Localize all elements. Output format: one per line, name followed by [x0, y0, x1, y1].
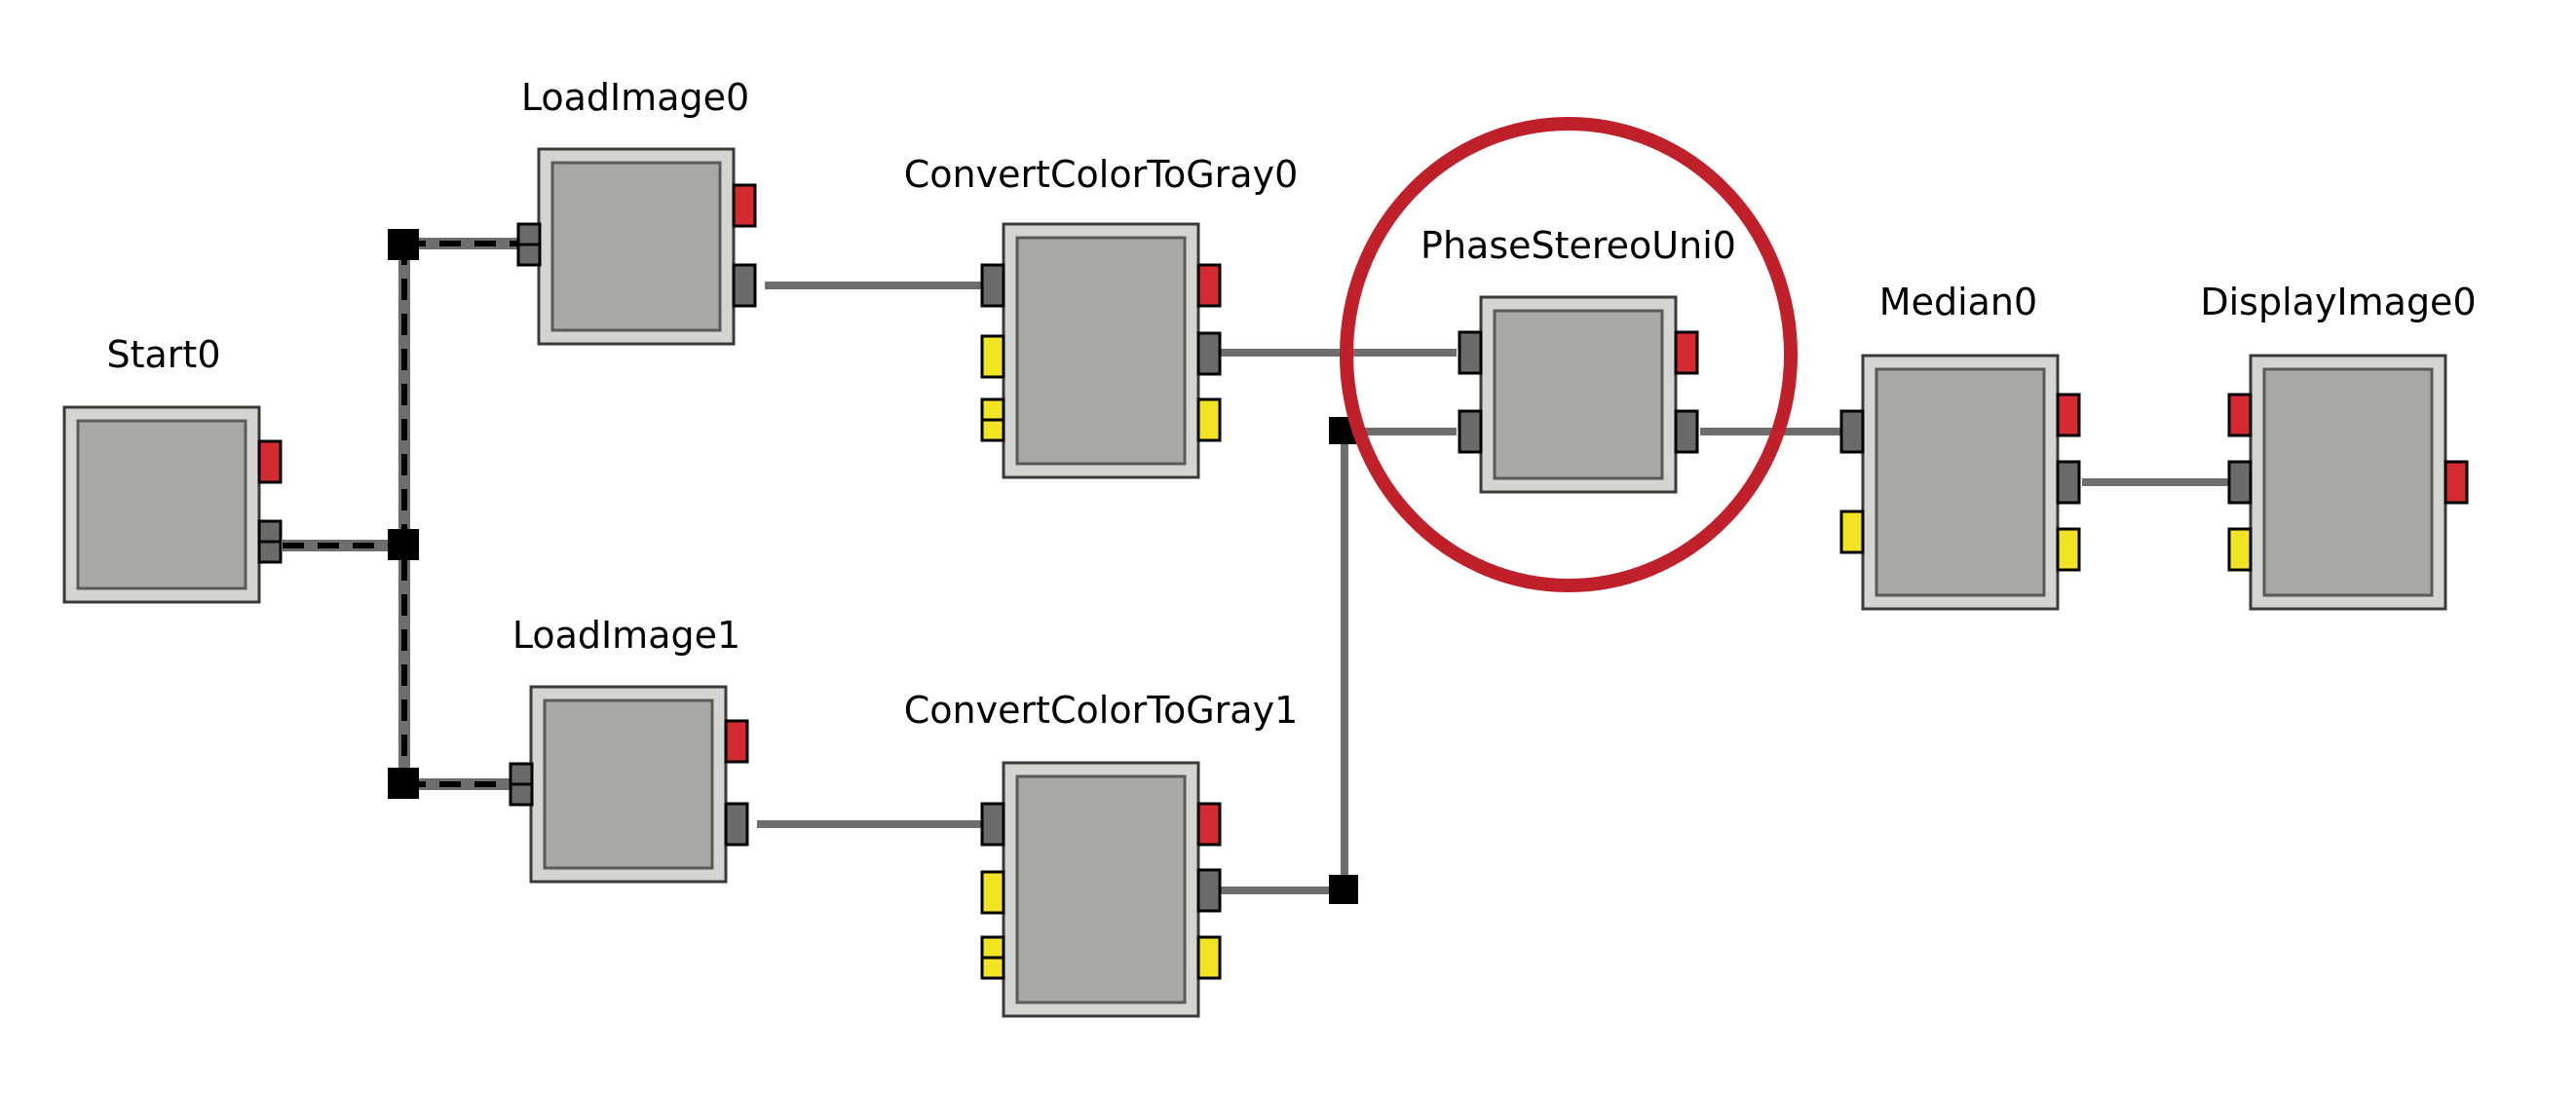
- port-gray[interactable]: [980, 263, 1005, 308]
- node-start0[interactable]: Start0: [62, 333, 283, 604]
- port-red[interactable]: [1674, 330, 1699, 375]
- port-gray[interactable]: [1839, 409, 1865, 454]
- port-gray[interactable]: [2227, 460, 2253, 505]
- port-red[interactable]: [724, 719, 749, 764]
- port-gray[interactable]: [724, 802, 749, 847]
- port-yellow[interactable]: [2227, 527, 2253, 572]
- port-red[interactable]: [2056, 393, 2081, 437]
- port-yellow[interactable]: [980, 870, 1005, 915]
- node-loadimage0[interactable]: LoadImage0: [516, 76, 757, 346]
- node-loadimage1[interactable]: LoadImage1: [509, 614, 749, 884]
- node-convertcolortogray1-label: ConvertColorToGray1: [904, 689, 1299, 732]
- node-displayimage0[interactable]: DisplayImage0: [2200, 281, 2477, 611]
- node-displayimage0-label: DisplayImage0: [2200, 281, 2476, 323]
- port-red[interactable]: [2227, 393, 2253, 437]
- highlight-circle: [1340, 117, 1798, 592]
- node-loadimage0-label: LoadImage0: [521, 76, 749, 119]
- port-yellow[interactable]: [980, 334, 1005, 379]
- node-phasestereouni0[interactable]: PhaseStereoUni0: [1421, 224, 1736, 494]
- node-phasestereouni0-label: PhaseStereoUni0: [1421, 224, 1736, 267]
- node-median0[interactable]: Median0: [1839, 281, 2081, 611]
- port-gray[interactable]: [1674, 409, 1699, 454]
- node-start0-label: Start0: [106, 333, 220, 376]
- port-gray[interactable]: [1196, 868, 1222, 913]
- port-yellow[interactable]: [1196, 397, 1222, 442]
- node-loadimage1-label: LoadImage1: [512, 614, 740, 657]
- port-gray[interactable]: [2056, 460, 2081, 505]
- port-red[interactable]: [732, 183, 757, 228]
- port-yellow[interactable]: [2056, 527, 2081, 572]
- junction-node[interactable]: [388, 529, 419, 560]
- port-gray[interactable]: [732, 263, 757, 308]
- port-yellow[interactable]: [1839, 510, 1865, 554]
- port-gray[interactable]: [1458, 409, 1483, 454]
- port-red[interactable]: [257, 439, 283, 484]
- node-convertcolortogray0-label: ConvertColorToGray0: [904, 153, 1299, 196]
- node-median0-label: Median0: [1879, 281, 2037, 323]
- port-gray[interactable]: [1458, 330, 1483, 375]
- port-gray[interactable]: [1196, 331, 1222, 376]
- port-yellow[interactable]: [1196, 935, 1222, 980]
- junction-node[interactable]: [1329, 875, 1358, 904]
- port-red[interactable]: [1196, 802, 1222, 847]
- port-red[interactable]: [1196, 263, 1222, 308]
- junction-node[interactable]: [388, 229, 419, 260]
- node-convertcolortogray0[interactable]: ConvertColorToGray0: [904, 153, 1299, 479]
- node-convertcolortogray1[interactable]: ConvertColorToGray1: [904, 689, 1299, 1018]
- port-red[interactable]: [2443, 460, 2469, 505]
- wire-convert1-to-phasestereo[interactable]: [1221, 428, 1457, 894]
- junction-node[interactable]: [388, 768, 419, 799]
- port-gray[interactable]: [980, 802, 1005, 847]
